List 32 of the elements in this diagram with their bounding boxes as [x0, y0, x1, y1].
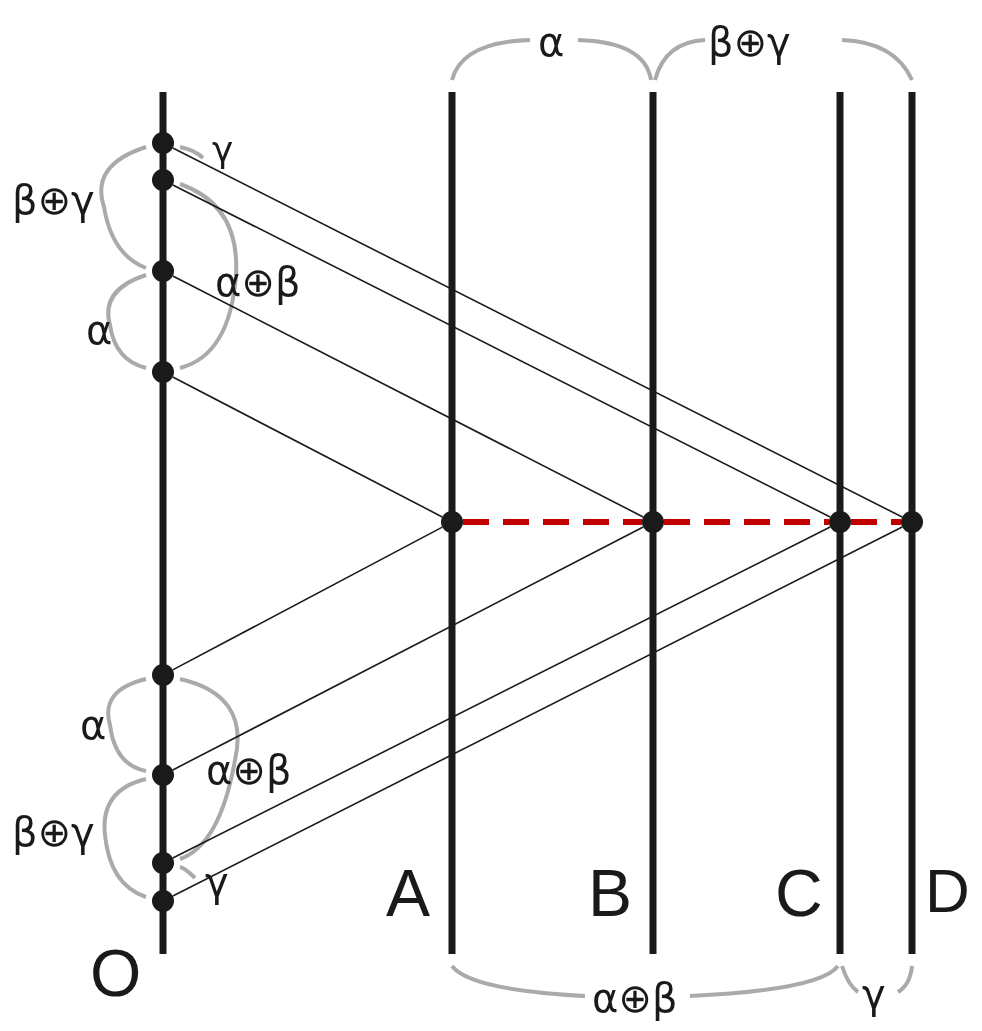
- light-ray: [171, 526, 444, 671]
- interval-label: γ: [212, 132, 234, 168]
- line-label: A: [386, 860, 431, 926]
- light-ray: [171, 376, 444, 518]
- event-dot: [152, 764, 174, 786]
- event-dot: [642, 511, 664, 533]
- event-dot: [152, 664, 174, 686]
- light-ray: [172, 184, 831, 518]
- event-dot: [152, 890, 174, 912]
- dashed-line: [463, 519, 642, 525]
- line-label: B: [588, 860, 633, 926]
- light-ray: [172, 526, 903, 897]
- event-dot: [152, 852, 174, 874]
- event-dot: [441, 511, 463, 533]
- event-dot: [152, 132, 174, 154]
- light-ray: [172, 147, 903, 518]
- event-dot: [152, 169, 174, 191]
- light-ray: [172, 526, 831, 859]
- light-ray: [172, 275, 644, 518]
- interval-label: α: [538, 22, 565, 62]
- dashed-line: [851, 519, 901, 525]
- line-label: D: [925, 860, 970, 922]
- event-dot: [152, 361, 174, 383]
- event-dot: [901, 511, 923, 533]
- event-dot: [829, 511, 851, 533]
- interval-label: α: [80, 705, 107, 745]
- line-label: C: [775, 860, 823, 926]
- light-ray: [171, 526, 645, 771]
- dashed-line: [664, 519, 829, 525]
- interval-label: α: [86, 310, 113, 350]
- line-label: O: [90, 940, 142, 1006]
- event-dot: [152, 260, 174, 282]
